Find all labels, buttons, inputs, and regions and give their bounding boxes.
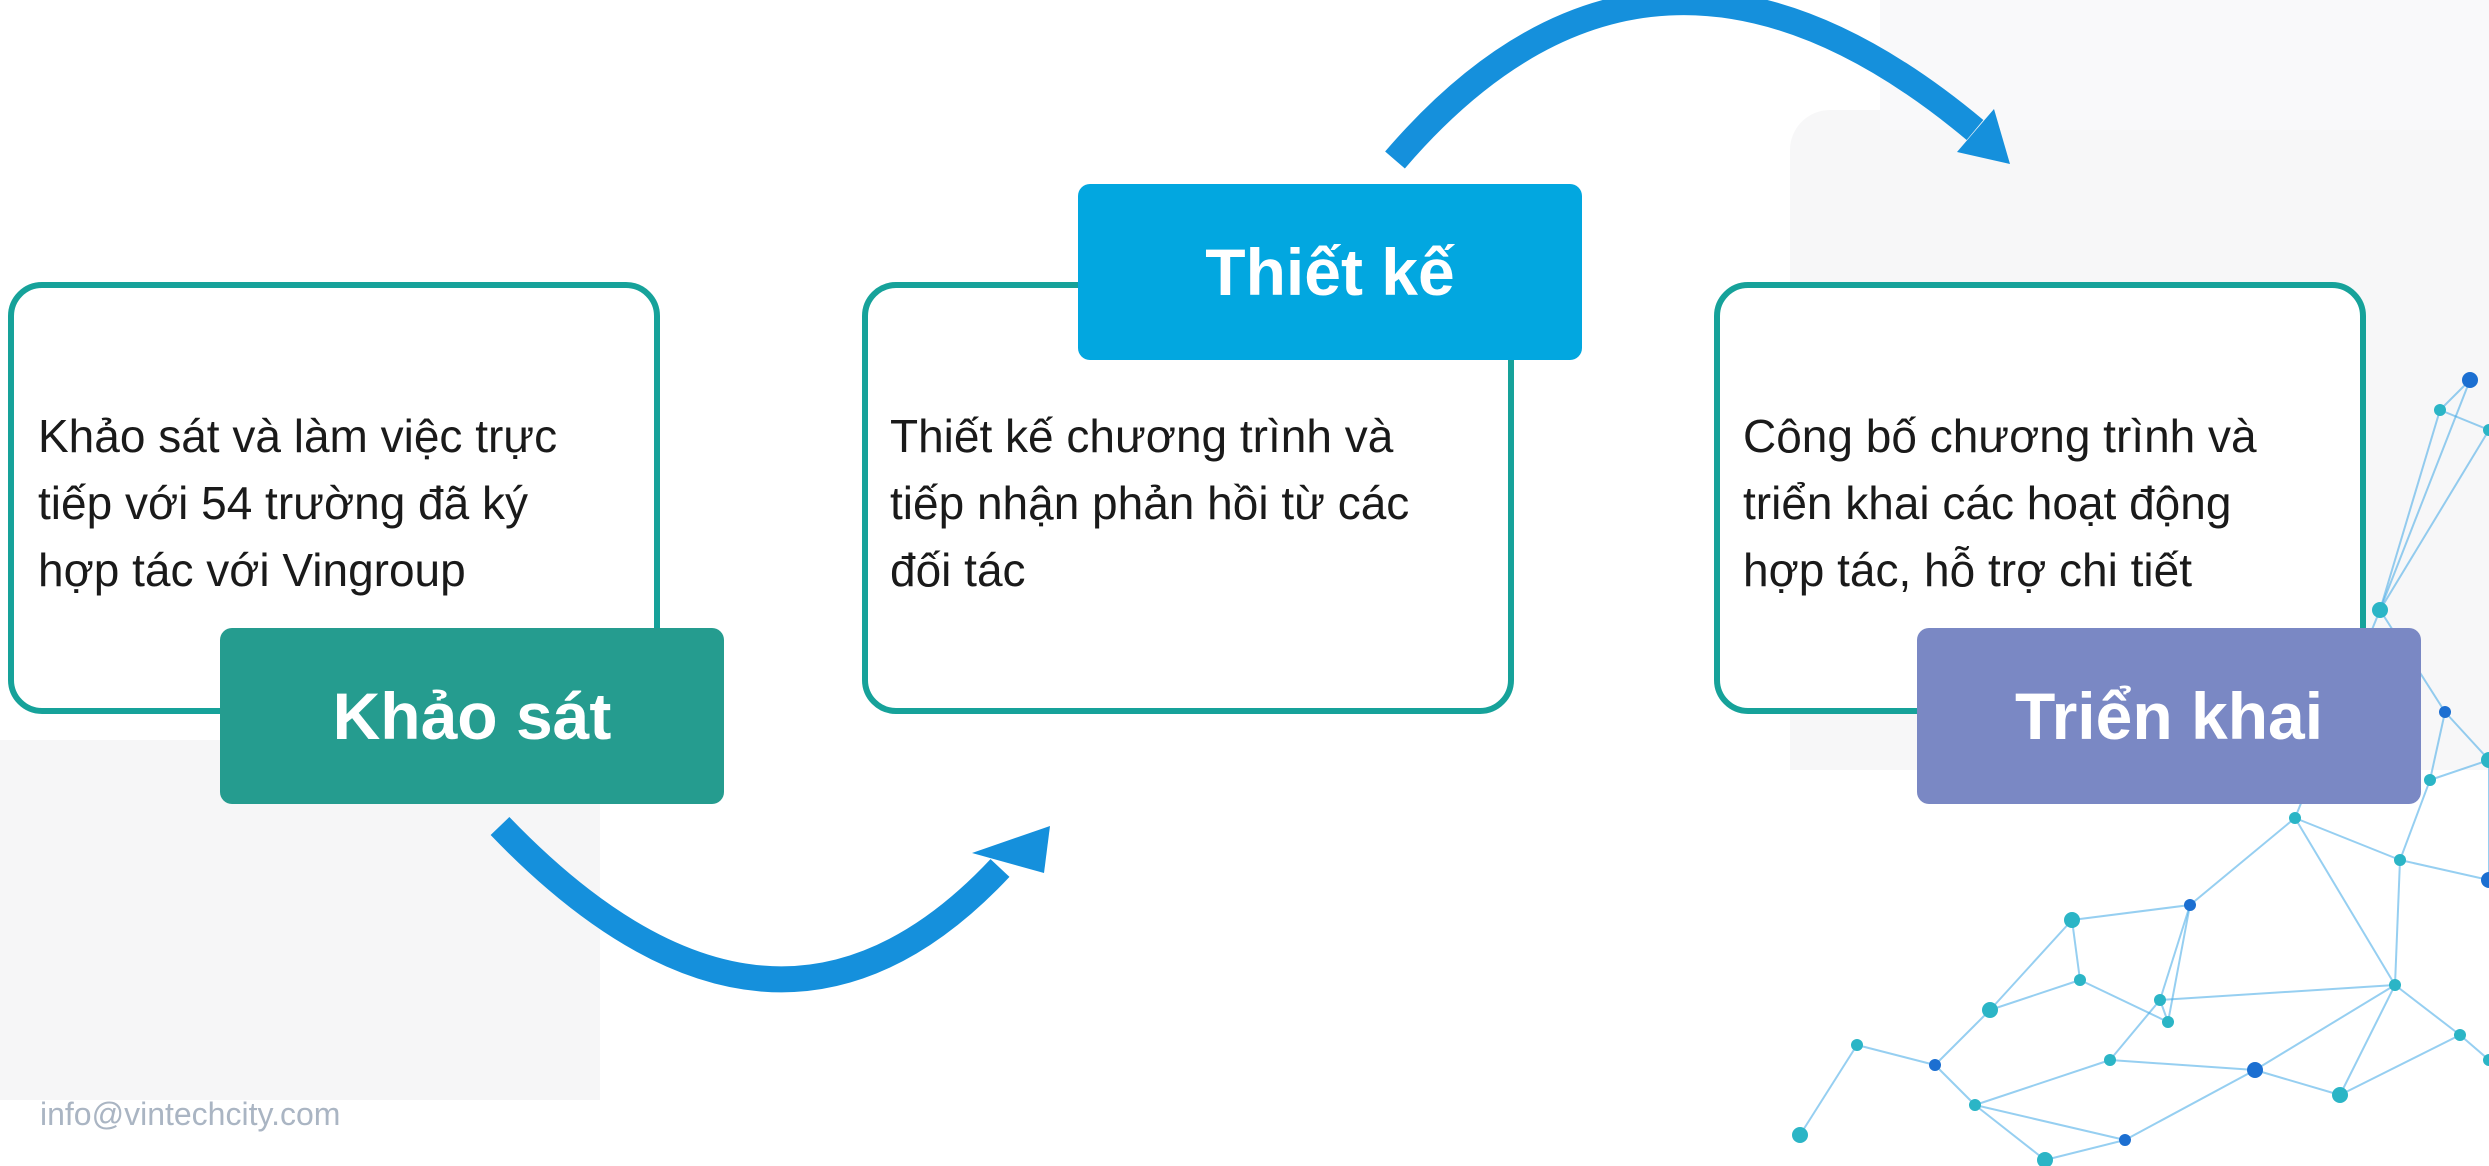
network-node <box>2074 974 2086 986</box>
network-edge <box>2124 1069 2256 1141</box>
network-edge <box>2429 711 2446 781</box>
network-edge <box>2379 429 2489 611</box>
network-edge <box>2071 919 2081 981</box>
background-panel <box>1880 0 2489 130</box>
contact-email[interactable]: info@vintechcity.com <box>40 1096 341 1132</box>
step-description-survey: Khảo sát và làm việc trực tiếp với 54 tr… <box>38 403 557 604</box>
description-line: Công bố chương trình và <box>1743 410 2257 462</box>
description-line: triển khai các hoạt động <box>1743 477 2232 529</box>
network-edge <box>2439 409 2489 431</box>
network-node <box>1969 1099 1981 1111</box>
network-node <box>2119 1134 2131 1146</box>
network-edge <box>2399 779 2431 861</box>
network-edge <box>2109 1059 2256 1071</box>
network-edge <box>1934 1064 1976 1106</box>
description-line: tiếp với 54 trường đã ký <box>38 477 529 529</box>
network-edge <box>2254 1069 2341 1096</box>
arrow-survey-to-design <box>490 816 1050 993</box>
description-line: Thiết kế chương trình và <box>890 410 1394 462</box>
network-edge <box>2079 979 2169 1023</box>
step-description-deploy: Công bố chương trình và triển khai các h… <box>1743 403 2257 604</box>
network-node <box>2289 812 2301 824</box>
network-node <box>2483 1054 2489 1066</box>
network-edge <box>2339 984 2396 1096</box>
network-edge <box>1974 1104 2046 1161</box>
step-title-design: Thiết kế <box>1078 184 1582 360</box>
network-node <box>2184 899 2196 911</box>
network-node <box>2372 602 2388 618</box>
step-title-deploy: Triển khai <box>1917 628 2421 804</box>
network-edge <box>1974 1104 2126 1141</box>
network-edge <box>2294 817 2401 861</box>
network-node <box>2462 372 2478 388</box>
network-edge <box>2399 859 2489 881</box>
network-node <box>2154 994 2166 1006</box>
network-node <box>2434 404 2446 416</box>
network-node <box>1982 1002 1998 1018</box>
arrow-design-to-deploy <box>1385 0 2010 169</box>
arrow-curve <box>490 816 1010 993</box>
network-edge <box>2254 984 2396 1071</box>
network-edge <box>1989 919 2073 1011</box>
arrow-curve <box>1385 0 1984 169</box>
network-node <box>2064 912 2080 928</box>
network-node <box>1851 1039 1863 1051</box>
network-node <box>2481 872 2489 888</box>
network-node <box>2481 752 2489 768</box>
network-node <box>2439 706 2451 718</box>
description-line: hợp tác với Vingroup <box>38 544 466 596</box>
network-node <box>2394 854 2406 866</box>
description-line: hợp tác, hỗ trợ chi tiết <box>1743 544 2192 596</box>
step-description-design: Thiết kế chương trình và tiếp nhận phản … <box>890 403 1409 604</box>
network-edge <box>2044 1139 2126 1161</box>
arrow-head <box>1957 109 2010 164</box>
network-edge <box>2379 409 2441 611</box>
network-node <box>2104 1054 2116 1066</box>
network-node <box>1792 1127 1808 1143</box>
network-node <box>2424 774 2436 786</box>
network-edge <box>2071 904 2191 921</box>
description-line: đối tác <box>890 544 1026 596</box>
arrow-head <box>972 826 1050 873</box>
description-line: Khảo sát và làm việc trực <box>38 410 558 462</box>
network-edge <box>2444 711 2489 761</box>
network-node <box>2332 1087 2348 1103</box>
network-node <box>2162 1016 2174 1028</box>
network-edge <box>1989 979 2081 1011</box>
network-edge <box>2429 759 2489 781</box>
network-edge <box>2159 904 2191 1001</box>
network-edge <box>1934 1009 1991 1066</box>
network-edge <box>1799 1044 1858 1136</box>
network-edge <box>2294 817 2396 986</box>
network-edge <box>2459 1034 2489 1061</box>
network-node <box>2389 979 2401 991</box>
network-edge <box>2109 999 2161 1061</box>
step-title-survey: Khảo sát <box>220 628 724 804</box>
network-edge <box>2167 904 2191 1023</box>
network-edge <box>2394 859 2401 986</box>
network-node <box>1929 1059 1941 1071</box>
description-line: tiếp nhận phản hồi từ các <box>890 477 1410 529</box>
network-node <box>2454 1029 2466 1041</box>
network-edge <box>1974 1059 2111 1106</box>
network-node <box>2483 424 2489 436</box>
network-edge <box>2159 984 2396 1001</box>
network-edge <box>2189 817 2296 906</box>
network-edge <box>2339 1034 2461 1096</box>
network-node <box>2247 1062 2263 1078</box>
network-edge <box>2394 984 2461 1036</box>
network-edge <box>2379 379 2471 611</box>
network-node <box>2037 1152 2053 1166</box>
network-edge <box>1856 1044 1936 1066</box>
